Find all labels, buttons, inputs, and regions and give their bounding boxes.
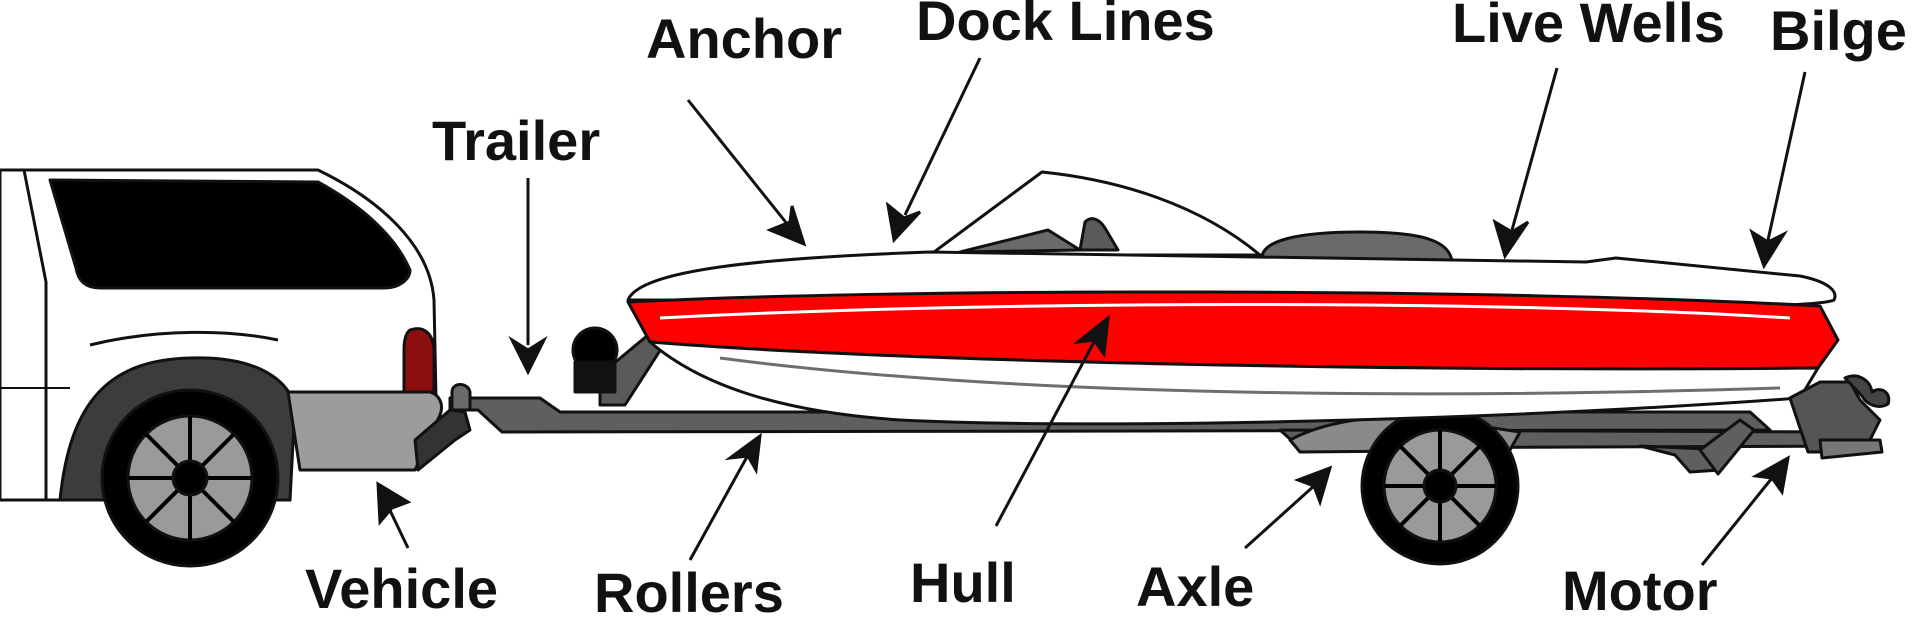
boat-lower-hull <box>648 340 1820 426</box>
vehicle-tail-light <box>402 327 436 394</box>
label-hull: Hull <box>910 551 1016 614</box>
boat-hull-strake <box>719 356 1781 396</box>
hull-arrow-line <box>994 339 1097 527</box>
dock-lines-arrow-head <box>885 201 922 244</box>
bilge-arrow-head <box>1749 228 1789 270</box>
trailer-wheel <box>1360 406 1520 566</box>
boat-seat-mid <box>1078 217 1120 252</box>
vehicle-rear-window <box>48 178 412 290</box>
callout-arrows <box>376 57 1807 566</box>
label-vehicle: Vehicle <box>305 557 498 617</box>
dock-lines-arrow-line <box>903 57 982 216</box>
axle-arrow-head <box>1293 465 1333 507</box>
label-rollers: Rollers <box>594 561 784 617</box>
boat-motor-bracket <box>1818 438 1884 460</box>
trailer-coupler <box>450 383 472 412</box>
axle-arrow-line <box>1243 483 1317 550</box>
boat-stripe-highlight <box>659 303 1791 320</box>
label-dock-lines: Dock Lines <box>916 0 1215 52</box>
vehicle-rear-wheel <box>100 388 280 568</box>
vehicle-pillar-line <box>22 169 48 500</box>
hull-arrow-head <box>1072 314 1110 359</box>
boat <box>626 170 1891 460</box>
labels: Anchor Dock Lines Live Wells Bilge Trail… <box>305 0 1907 617</box>
label-live-wells: Live Wells <box>1452 0 1725 54</box>
bilge-arrow-line <box>1766 71 1807 241</box>
vehicle-arrow-head <box>376 481 412 526</box>
live-wells-arrow-head <box>1492 218 1530 260</box>
trailer-arrow-head <box>508 335 548 376</box>
rollers-arrow-head <box>724 432 762 475</box>
trailer-winch-base <box>573 360 617 394</box>
trailer-rear-strut <box>1698 418 1756 476</box>
boat-propeller <box>1843 374 1891 408</box>
anchor-arrow-head <box>766 205 807 247</box>
boat-seat-front <box>958 228 1082 254</box>
vehicle <box>0 168 472 568</box>
label-bilge: Bilge <box>1770 0 1907 62</box>
boat-windshield <box>928 170 1262 257</box>
anchor-arrow-line <box>686 99 790 226</box>
motor-arrow-line <box>1700 477 1774 566</box>
boat-motor <box>1788 380 1882 454</box>
motor-arrow-head <box>1751 455 1791 496</box>
boat-rear-seat <box>1260 230 1454 264</box>
label-axle: Axle <box>1136 555 1254 617</box>
label-trailer: Trailer <box>432 109 600 172</box>
live-wells-arrow-line <box>1510 67 1559 231</box>
rollers-arrow-line <box>688 454 750 561</box>
label-motor: Motor <box>1562 559 1718 617</box>
vehicle-body-crease <box>89 330 279 347</box>
label-anchor: Anchor <box>646 7 842 70</box>
